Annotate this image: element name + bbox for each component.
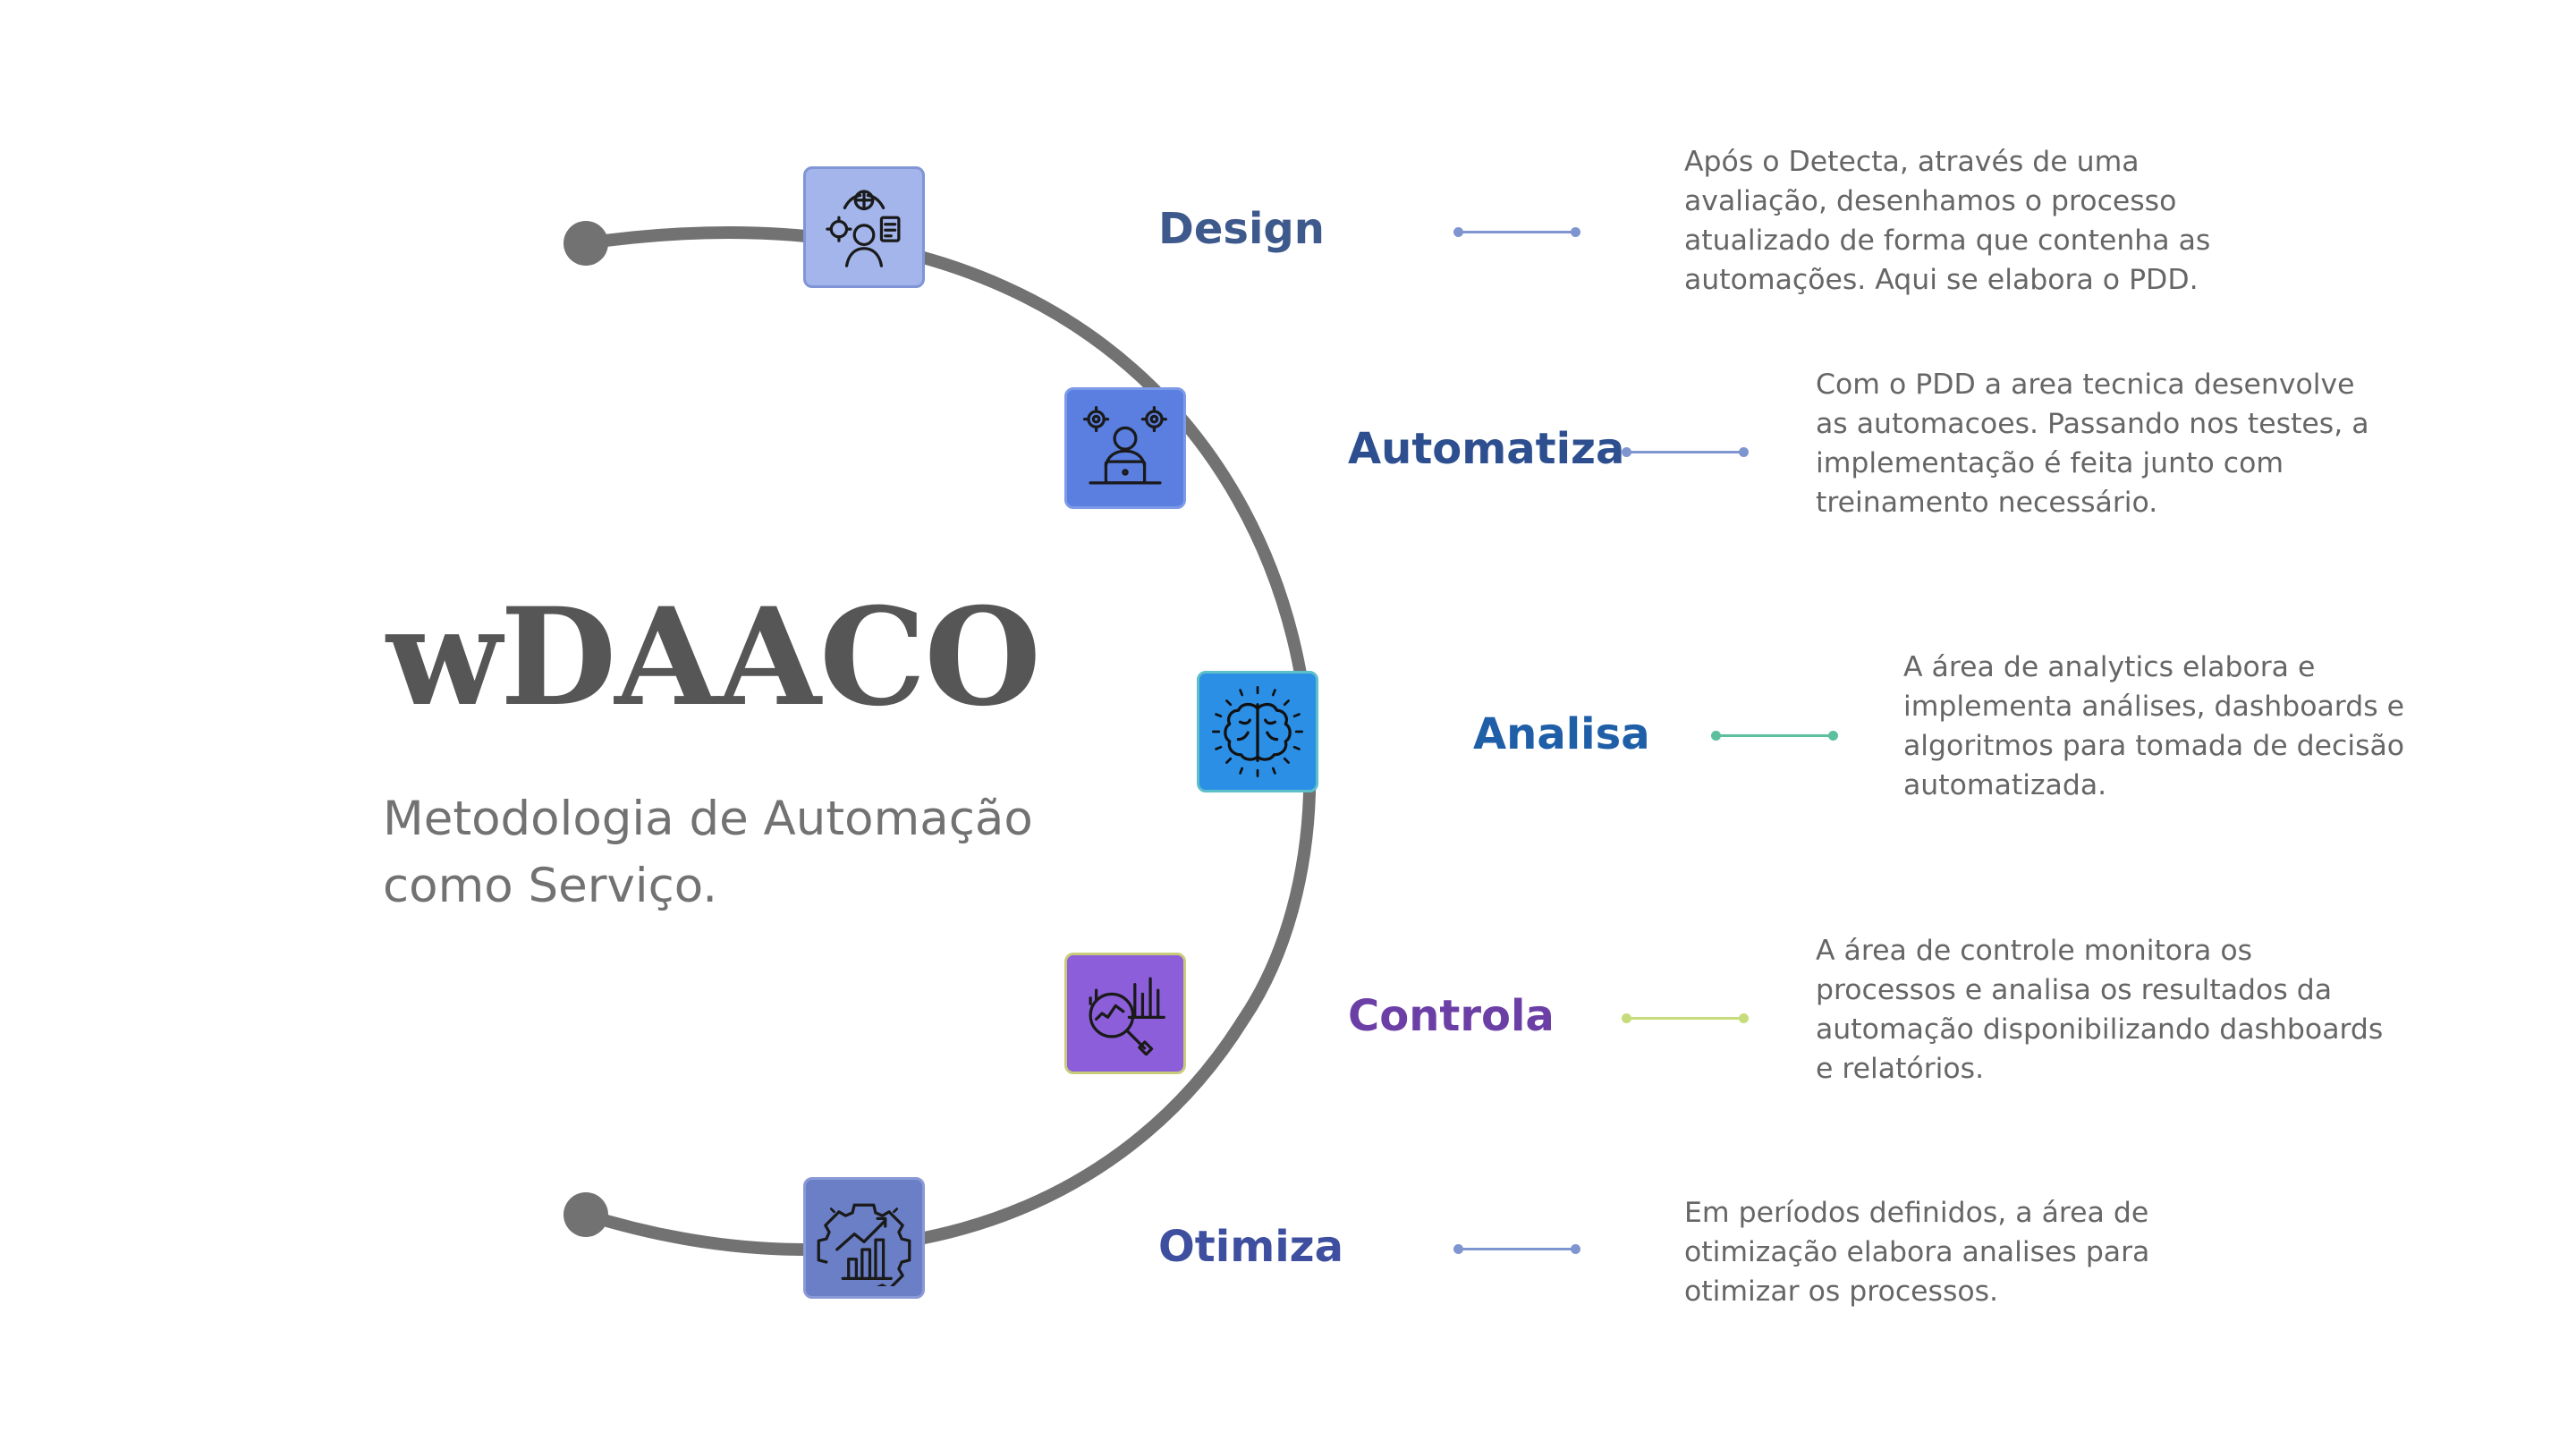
step-label-otimiza: Otimiza bbox=[1158, 1222, 1343, 1272]
design-tile bbox=[803, 166, 925, 288]
step-label-analisa: Analisa bbox=[1473, 709, 1650, 759]
arc-end-dot bbox=[564, 1192, 608, 1237]
gear-growth-icon bbox=[817, 1203, 911, 1286]
step-desc-analisa: A área de analytics elabora e implementa… bbox=[1903, 651, 2405, 801]
step-label-automatiza: Automatiza bbox=[1348, 424, 1625, 474]
brand-title: wDAACO bbox=[386, 579, 1041, 736]
connector-otimiza bbox=[1453, 1244, 1580, 1254]
step-desc-automatiza: Com o PDD a area tecnica desenvolve as a… bbox=[1816, 369, 2369, 519]
step-desc-otimiza: Em períodos definidos, a área de otimiza… bbox=[1684, 1197, 2150, 1308]
connector-controla bbox=[1622, 1013, 1749, 1023]
controla-tile bbox=[1064, 953, 1186, 1074]
step-desc-controla: A área de controle monitora os processos… bbox=[1816, 935, 2384, 1085]
brain-icon bbox=[1211, 685, 1304, 778]
otimiza-tile bbox=[803, 1177, 925, 1299]
developer-laptop-icon bbox=[1083, 406, 1167, 485]
arc-start-dot bbox=[564, 221, 608, 266]
analisa-tile bbox=[1197, 671, 1318, 792]
design-team-icon bbox=[826, 190, 901, 267]
automatiza-tile bbox=[1064, 387, 1186, 509]
brand-subtitle: Metodologia de Automação como Serviço. bbox=[383, 792, 1033, 913]
step-label-design: Design bbox=[1158, 204, 1325, 254]
chart-magnifier-icon bbox=[1089, 977, 1165, 1056]
connector-analisa bbox=[1711, 731, 1838, 741]
connector-automatiza bbox=[1622, 447, 1749, 457]
step-label-controla: Controla bbox=[1348, 991, 1555, 1041]
step-desc-design: Após o Detecta, através de uma avaliação… bbox=[1684, 146, 2211, 296]
connector-design bbox=[1453, 227, 1580, 237]
